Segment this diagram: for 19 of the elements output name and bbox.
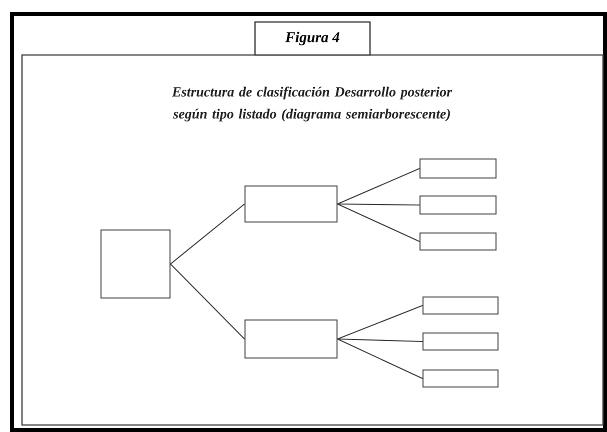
empty-box — [420, 158, 496, 178]
empty-box — [244, 186, 338, 222]
connector-line — [337, 204, 420, 242]
empty-box — [100, 230, 170, 298]
figure-title: Estructura de clasificación Desarrollo posterior según tipo listado (diagrama semiarborescente) — [172, 86, 452, 122]
connector-line — [337, 338, 423, 342]
connector-line — [338, 203, 420, 206]
empty-box — [422, 332, 498, 350]
empty-box — [422, 296, 498, 314]
connector-line — [337, 305, 423, 340]
empty-box — [244, 320, 338, 358]
connector-line — [170, 204, 245, 264]
empty-box — [422, 370, 498, 388]
empty-box — [420, 232, 496, 250]
empty-box — [420, 196, 496, 214]
connector-line — [337, 168, 420, 204]
connector-line — [337, 338, 423, 379]
figure-label-box: Figura 4 — [254, 21, 371, 56]
connector-line — [170, 264, 245, 340]
